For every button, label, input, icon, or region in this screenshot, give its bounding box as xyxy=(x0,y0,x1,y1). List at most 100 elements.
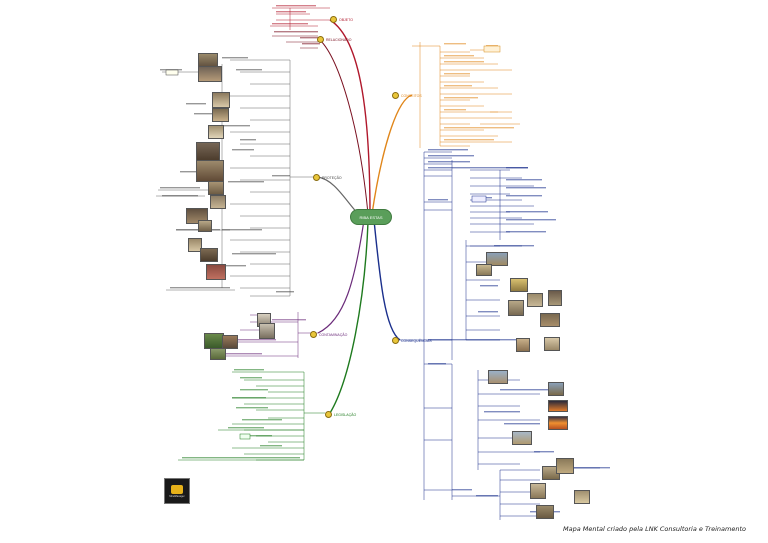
node-label-stroke xyxy=(476,495,498,497)
photo-thumbnail xyxy=(259,323,275,339)
photo-thumbnail xyxy=(512,431,532,445)
photo-thumbnail xyxy=(198,220,212,232)
photo-thumbnail xyxy=(198,66,222,82)
photo-thumbnail xyxy=(548,382,564,396)
node-label-stroke xyxy=(428,161,470,163)
photo-thumbnail xyxy=(196,142,220,162)
node-label-stroke xyxy=(236,69,262,71)
node-label-stroke xyxy=(494,245,534,247)
branch-consequencias[interactable]: CONSEQUÊNCIAS xyxy=(392,337,432,344)
node-label-stroke xyxy=(444,43,466,45)
highlighted-node xyxy=(239,433,251,440)
node-label-stroke xyxy=(444,127,514,129)
topic-icon xyxy=(310,331,317,338)
node-label-stroke xyxy=(160,187,200,189)
node-label-stroke xyxy=(444,85,472,87)
central-topic[interactable]: RIBA ESTAS xyxy=(350,209,392,225)
photo-thumbnail xyxy=(210,195,226,209)
topic-icon xyxy=(317,36,324,43)
photo-thumbnail xyxy=(188,238,202,252)
node-label-stroke xyxy=(272,23,308,25)
photo-thumbnail xyxy=(536,505,554,519)
node-label-stroke xyxy=(186,103,206,105)
node-label-stroke xyxy=(302,43,320,45)
photo-thumbnail xyxy=(204,333,224,349)
connector-line xyxy=(329,19,371,217)
connector-line xyxy=(317,219,365,334)
node-label-stroke xyxy=(272,175,290,177)
branch-protecao[interactable]: PROTEÇÃO xyxy=(313,174,342,181)
branch-label: CONSEQUÊNCIAS xyxy=(401,338,432,343)
photo-thumbnail xyxy=(574,490,590,504)
node-label-stroke xyxy=(486,45,498,47)
photo-thumbnail xyxy=(486,252,508,266)
node-label-stroke xyxy=(428,149,468,151)
node-label-stroke xyxy=(428,167,528,169)
photo-thumbnail xyxy=(548,416,568,430)
node-label-stroke xyxy=(218,353,262,355)
node-label-stroke xyxy=(228,427,264,429)
node-label-stroke xyxy=(160,69,182,71)
node-label-stroke xyxy=(240,389,268,391)
topic-icon xyxy=(392,337,399,344)
node-label-stroke xyxy=(428,339,528,341)
node-label-stroke xyxy=(222,229,262,231)
node-label-stroke xyxy=(444,61,484,63)
topic-icon xyxy=(313,174,320,181)
photo-thumbnail xyxy=(530,483,546,499)
photo-thumbnail xyxy=(488,370,508,384)
node-label-stroke xyxy=(444,139,494,141)
node-label-stroke xyxy=(428,363,446,365)
connector-line xyxy=(319,39,369,215)
photo-thumbnail xyxy=(196,160,224,182)
highlighted-node xyxy=(483,45,501,53)
node-label-stroke xyxy=(182,457,300,459)
node-label-stroke xyxy=(506,167,528,169)
node-label-stroke xyxy=(276,291,294,293)
node-label-stroke xyxy=(484,411,520,413)
photo-thumbnail xyxy=(548,400,568,412)
photo-thumbnail xyxy=(212,92,230,108)
branch-label: PROTEÇÃO xyxy=(322,175,342,180)
node-label-stroke xyxy=(222,57,248,59)
node-label-stroke xyxy=(444,97,478,99)
node-label-stroke xyxy=(276,5,316,7)
node-label-stroke xyxy=(244,435,272,437)
node-label-stroke xyxy=(224,125,250,127)
node-label-stroke xyxy=(232,149,254,151)
node-label-stroke xyxy=(506,211,548,213)
connector-line xyxy=(371,94,413,215)
branch-relacionado[interactable]: RELACIONADO xyxy=(317,36,351,43)
node-label-stroke xyxy=(560,467,610,469)
node-label-stroke xyxy=(506,219,556,221)
node-label-stroke xyxy=(260,445,282,447)
node-label-stroke xyxy=(478,311,498,313)
photo-thumbnail xyxy=(212,108,229,122)
node-label-stroke xyxy=(272,319,306,321)
branch-conceitos[interactable]: CONCEITOS xyxy=(392,92,422,99)
branch-contaminacao[interactable]: CONTAMINAÇÃO xyxy=(310,331,347,338)
node-label-stroke xyxy=(506,179,542,181)
branch-objeto[interactable]: OBJETO xyxy=(330,16,353,23)
photo-thumbnail xyxy=(527,293,543,307)
node-label-stroke xyxy=(444,73,470,75)
highlighted-node xyxy=(471,195,487,203)
node-label-stroke xyxy=(300,37,318,39)
node-label-stroke xyxy=(170,287,230,289)
photo-thumbnail xyxy=(222,335,238,349)
node-label-stroke xyxy=(428,199,448,201)
topic-icon xyxy=(330,16,337,23)
node-label-stroke xyxy=(428,155,474,157)
photo-thumbnail xyxy=(476,264,492,276)
photo-thumbnail xyxy=(508,300,524,316)
topic-icon xyxy=(325,411,332,418)
footer-credit: Mapa Mental criado pela LNK Consultoria … xyxy=(563,525,746,533)
branch-legislacao[interactable]: LEGISLAÇÃO xyxy=(325,411,356,418)
node-label-stroke xyxy=(274,31,318,33)
photo-thumbnail xyxy=(208,181,224,195)
photo-thumbnail xyxy=(200,248,218,262)
topic-icon xyxy=(392,92,399,99)
branch-label: OBJETO xyxy=(339,17,353,22)
node-label-stroke xyxy=(180,171,202,173)
